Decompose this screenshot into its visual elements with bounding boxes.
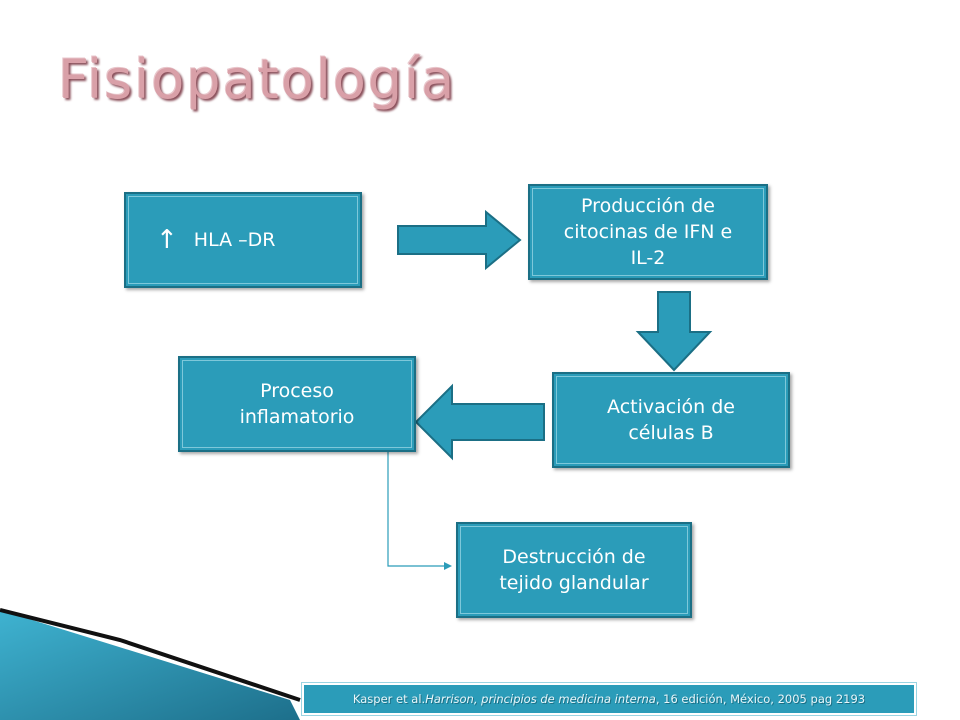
node-activacion-celulas-b: Activación de células B [552,372,790,468]
citation-book: Harrison, principios de medicina interna [425,692,656,706]
elbow-connector [387,450,448,567]
node-produccion-citocinas: Producción de citocinas de IFN e IL-2 [528,184,768,280]
decorative-wedge-edge [0,608,301,702]
node-hla-dr-label: HLA –DR [193,229,276,251]
node-activacion-label: Activación de células B [607,396,735,444]
arrow-left-icon [414,383,545,461]
up-arrow-icon: ↑ [156,225,178,255]
citation-footer: Kasper et al. Harrison, principios de me… [301,682,917,716]
node-proceso-inflamatorio: Proceso inflamatorio [178,356,416,452]
node-destruccion-tejido: Destrucción de tejido glandular [456,522,692,618]
node-produccion-label: Producción de citocinas de IFN e IL-2 [563,195,733,269]
citation-details: , 16 edición, México, 2005 pag 2193 [655,692,866,706]
decorative-wedge [0,610,300,720]
node-proceso-label: Proceso inflamatorio [239,380,355,428]
arrow-right-icon [397,209,522,271]
node-destruccion-label: Destrucción de tejido glandular [499,546,649,594]
node-hla-dr: ↑ HLA –DR [124,192,362,288]
arrow-down-icon [635,291,713,372]
slide-title: Fisiopatología [58,48,457,111]
citation-authors: Kasper et al. [352,692,426,706]
connector-arrowhead-icon [444,562,452,570]
